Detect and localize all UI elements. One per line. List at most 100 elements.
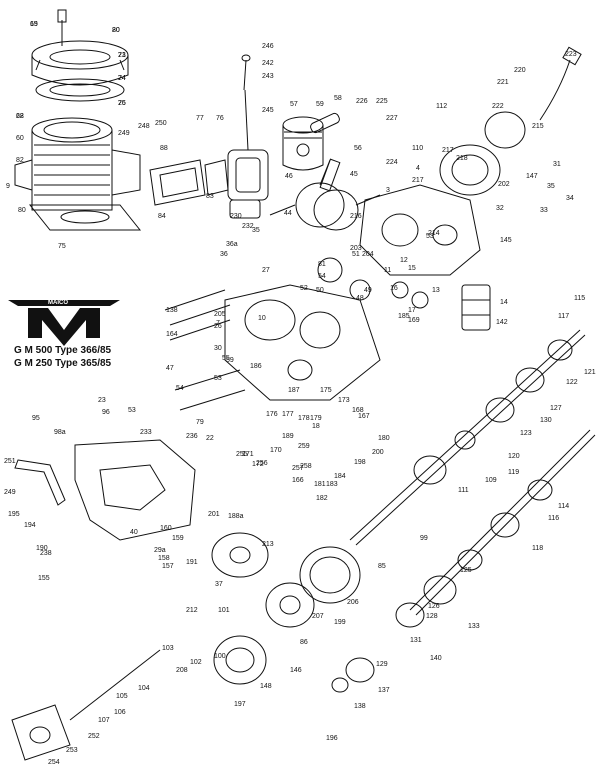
part-number-label: 251 (4, 458, 16, 465)
clutch-hub (265, 582, 315, 628)
part-number-label: 236 (186, 433, 198, 440)
part-number-label: 111 (458, 487, 469, 494)
part-number-label: 100 (214, 653, 226, 660)
water-pump (11, 649, 161, 761)
part-number-label: 224 (386, 159, 398, 166)
part-number-label: 217 (442, 147, 454, 154)
carburettor (227, 54, 269, 219)
part-number-label: 95 (32, 415, 40, 422)
part-number-label: 215 (532, 123, 544, 130)
part-number-label: 112 (436, 103, 447, 110)
part-number-label: 140 (430, 655, 442, 662)
part-number-label: 14 (500, 299, 508, 306)
part-number-label: 158 (158, 555, 170, 562)
part-number-label: 56 (354, 145, 362, 152)
part-number-label: 76 (118, 100, 126, 107)
part-number-label: 88 (160, 145, 168, 152)
part-number-label: 126 (428, 603, 440, 610)
model-caption: G M 500 Type 366/85 G M 250 Type 365/85 (14, 344, 111, 370)
part-number-label: 148 (260, 683, 272, 690)
part-number-label: 62 (16, 113, 24, 120)
part-number-label: 86 (300, 639, 308, 646)
part-number-label: 206 (347, 599, 359, 606)
part-number-label: 212 (186, 607, 198, 614)
part-number-label: 157 (162, 563, 174, 570)
part-number-label: 243 (262, 73, 274, 80)
part-number-label: 221 (497, 79, 509, 86)
part-number-label: 58 (334, 95, 342, 102)
part-number-label: 232 (242, 223, 254, 230)
part-number-label: 114 (558, 503, 569, 510)
part-number-label: 195 (8, 511, 20, 518)
part-number-label: 21 (118, 52, 126, 59)
part-number-label: 245 (262, 107, 274, 114)
part-number-label: 106 (114, 709, 126, 716)
part-number-label: 213 (262, 541, 274, 548)
part-number-label: 117 (558, 313, 569, 320)
caption-line-1: G M 500 Type 366/85 (14, 345, 112, 356)
part-number-label: 198 (354, 459, 366, 466)
part-number-label: 146 (290, 667, 302, 674)
part-number-label: 40 (130, 529, 138, 536)
part-number-label: 34 (566, 195, 574, 202)
clutch-cover (74, 439, 196, 541)
part-number-label: 258 (300, 463, 312, 470)
part-number-label: 82 (16, 157, 24, 164)
part-number-label: 121 (584, 369, 596, 376)
part-number-label: 200 (372, 449, 384, 456)
part-number-label: 57 (290, 101, 298, 108)
part-number-label: 177 (282, 411, 294, 418)
part-number-label: 46 (285, 173, 293, 180)
part-number-label: 76 (216, 115, 224, 122)
part-number-label: 75 (58, 243, 66, 250)
part-number-label: 107 (98, 717, 110, 724)
part-number-label: 53 (128, 407, 136, 414)
part-number-label: 84 (158, 213, 166, 220)
part-number-label: 13 (432, 287, 440, 294)
part-number-label: 242 (262, 60, 274, 67)
part-number-label: 227 (386, 115, 398, 122)
part-number-label: 249 (118, 130, 130, 137)
part-number-label: 131 (410, 637, 422, 644)
part-number-label: 73 (118, 52, 126, 59)
part-number-label: 129 (376, 661, 388, 668)
part-number-label: 110 (412, 145, 423, 152)
part-number-label: 250 (155, 120, 167, 127)
part-number-label: 10 (258, 315, 266, 322)
part-number-label: 252 (88, 733, 100, 740)
part-number-label: 9 (6, 183, 10, 190)
part-number-label: 259 (298, 443, 310, 450)
part-number-label: 83 (206, 193, 214, 200)
part-number-label: 218 (456, 155, 468, 162)
part-number-label: 35 (547, 183, 555, 190)
part-number-label: 175 (320, 387, 332, 394)
cylinder-head (31, 9, 129, 86)
part-number-label: 99 (420, 535, 428, 542)
part-number-label: 54 (318, 273, 326, 280)
part-number-label: 178 (298, 415, 310, 422)
main-shaft (349, 329, 586, 546)
part-number-label: 217 (412, 177, 424, 184)
part-number-label: 185 (398, 313, 410, 320)
part-number-label: 36 (220, 251, 228, 258)
part-number-label: 81 (318, 261, 326, 268)
part-number-label: 255 (236, 451, 248, 458)
part-number-label: 4 (416, 165, 420, 172)
part-number-label: 51 (352, 251, 360, 258)
pressure-plate (213, 635, 267, 685)
part-number-label: 257 (292, 465, 304, 472)
part-number-label: 246 (262, 43, 274, 50)
part-number-label: 159 (172, 535, 184, 542)
part-number-label: 196 (326, 735, 338, 742)
clutch-basket (299, 546, 361, 604)
part-number-label: 15 (408, 265, 416, 272)
part-number-label: 253 (66, 747, 78, 754)
part-number-label: 24 (118, 75, 126, 82)
part-number-label: 191 (186, 559, 198, 566)
part-number-label: 128 (426, 613, 438, 620)
shift-drum (461, 284, 491, 331)
part-number-label: 204 (362, 251, 374, 258)
part-number-label: 230 (230, 213, 242, 220)
